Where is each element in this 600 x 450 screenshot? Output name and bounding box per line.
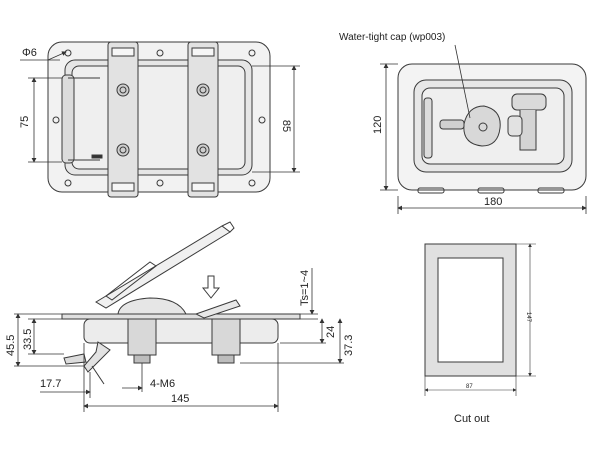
mounting-hole [64,179,72,187]
cutout-view [424,243,517,377]
water-tight-cap [439,105,501,147]
dim-hole-diameter: Φ6 [22,47,37,59]
dim-cutout-147: 147 [525,312,531,323]
dim-side-17-7: 17.7 [40,378,61,390]
front-strap-right [187,41,219,198]
dim-side-33-5: 33.5 [22,329,34,350]
press-arrow [201,275,221,299]
mounting-hole [156,49,164,57]
cutout-opening [437,257,504,363]
front-bolt [196,83,210,97]
mounting-hole [258,116,266,124]
dim-cutout-87: 87 [466,384,473,390]
mounting-hole [156,179,164,187]
dim-side-37-3: 37.3 [343,335,355,356]
front-handle-left [61,74,75,164]
dim-front-75: 75 [19,116,31,128]
front-strap-left [107,41,139,198]
mounting-hole [248,179,256,187]
side-body [83,318,279,344]
dim-front-85: 85 [280,120,292,132]
side-hook [83,341,111,373]
dim-thread: 4-M6 [150,378,175,390]
dim-ts: Ts=1~4 [299,270,311,306]
dim-back-180: 180 [484,196,502,208]
side-handle-open [95,221,235,309]
mounting-hole [52,116,60,124]
front-bolt [116,143,130,157]
back-view [397,63,587,194]
front-bolt [196,143,210,157]
cutout-dimensions [424,243,536,396]
dim-side-45-5: 45.5 [5,335,17,356]
side-view [61,221,301,385]
dim-side-24: 24 [325,326,337,338]
side-bolt [127,318,157,364]
dim-side-145: 145 [171,393,189,405]
mounting-hole [248,49,256,57]
back-dimensions [380,44,587,214]
water-tight-cap-callout: Water-tight cap (wp003) [339,32,445,43]
front-bolt [116,83,130,97]
dim-back-120: 120 [372,116,384,134]
side-plate [61,313,301,320]
side-bolt [211,318,241,364]
front-dimensions [20,51,300,173]
cutout-caption: Cut out [454,413,489,425]
side-dimensions [14,268,344,412]
front-view [47,41,271,198]
t-handle [507,93,547,151]
